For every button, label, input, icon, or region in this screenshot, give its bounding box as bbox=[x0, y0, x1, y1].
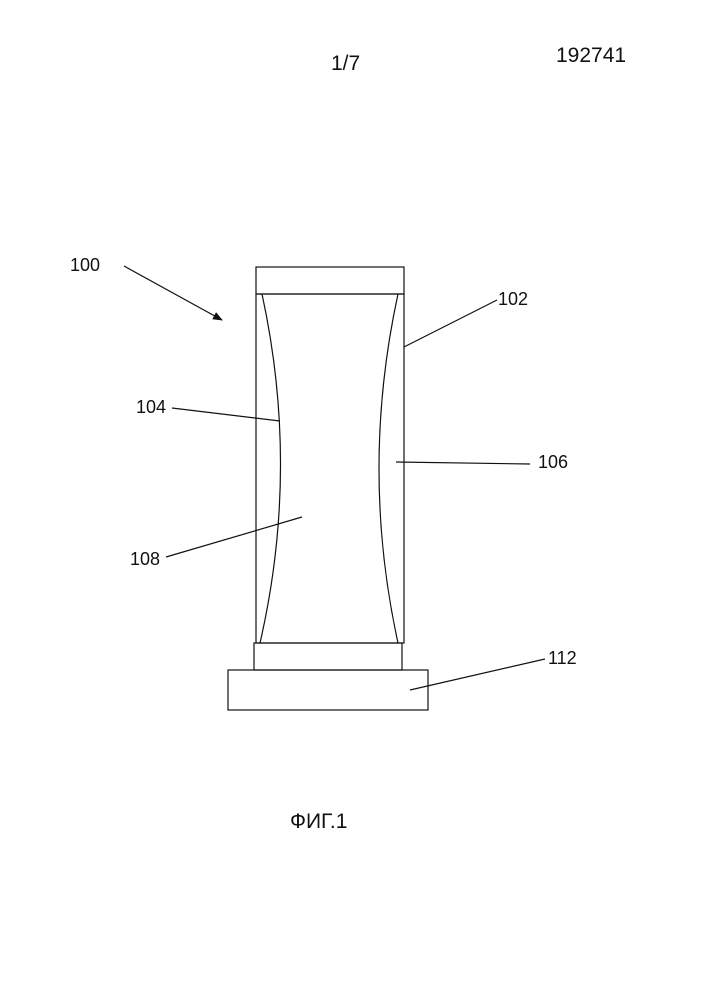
leader-line-102 bbox=[404, 300, 497, 347]
outer-housing bbox=[256, 294, 404, 643]
bottom-collar bbox=[254, 643, 402, 670]
label-112: 112 bbox=[548, 648, 577, 668]
label-104: 104 bbox=[136, 397, 166, 417]
left-curved-wall bbox=[260, 294, 281, 643]
leader-line-100 bbox=[124, 266, 222, 320]
figure-caption: ФИГ.1 bbox=[290, 810, 347, 834]
label-108: 108 bbox=[130, 549, 160, 569]
top-cap bbox=[256, 267, 404, 294]
label-102: 102 bbox=[498, 289, 528, 309]
leader-line-104 bbox=[172, 408, 280, 421]
leader-line-108 bbox=[166, 517, 302, 557]
base-plate bbox=[228, 670, 428, 710]
leader-line-112 bbox=[410, 659, 545, 690]
right-curved-wall bbox=[379, 294, 398, 643]
label-106: 106 bbox=[538, 452, 568, 472]
leader-line-106 bbox=[396, 462, 530, 464]
label-100: 100 bbox=[70, 255, 100, 275]
